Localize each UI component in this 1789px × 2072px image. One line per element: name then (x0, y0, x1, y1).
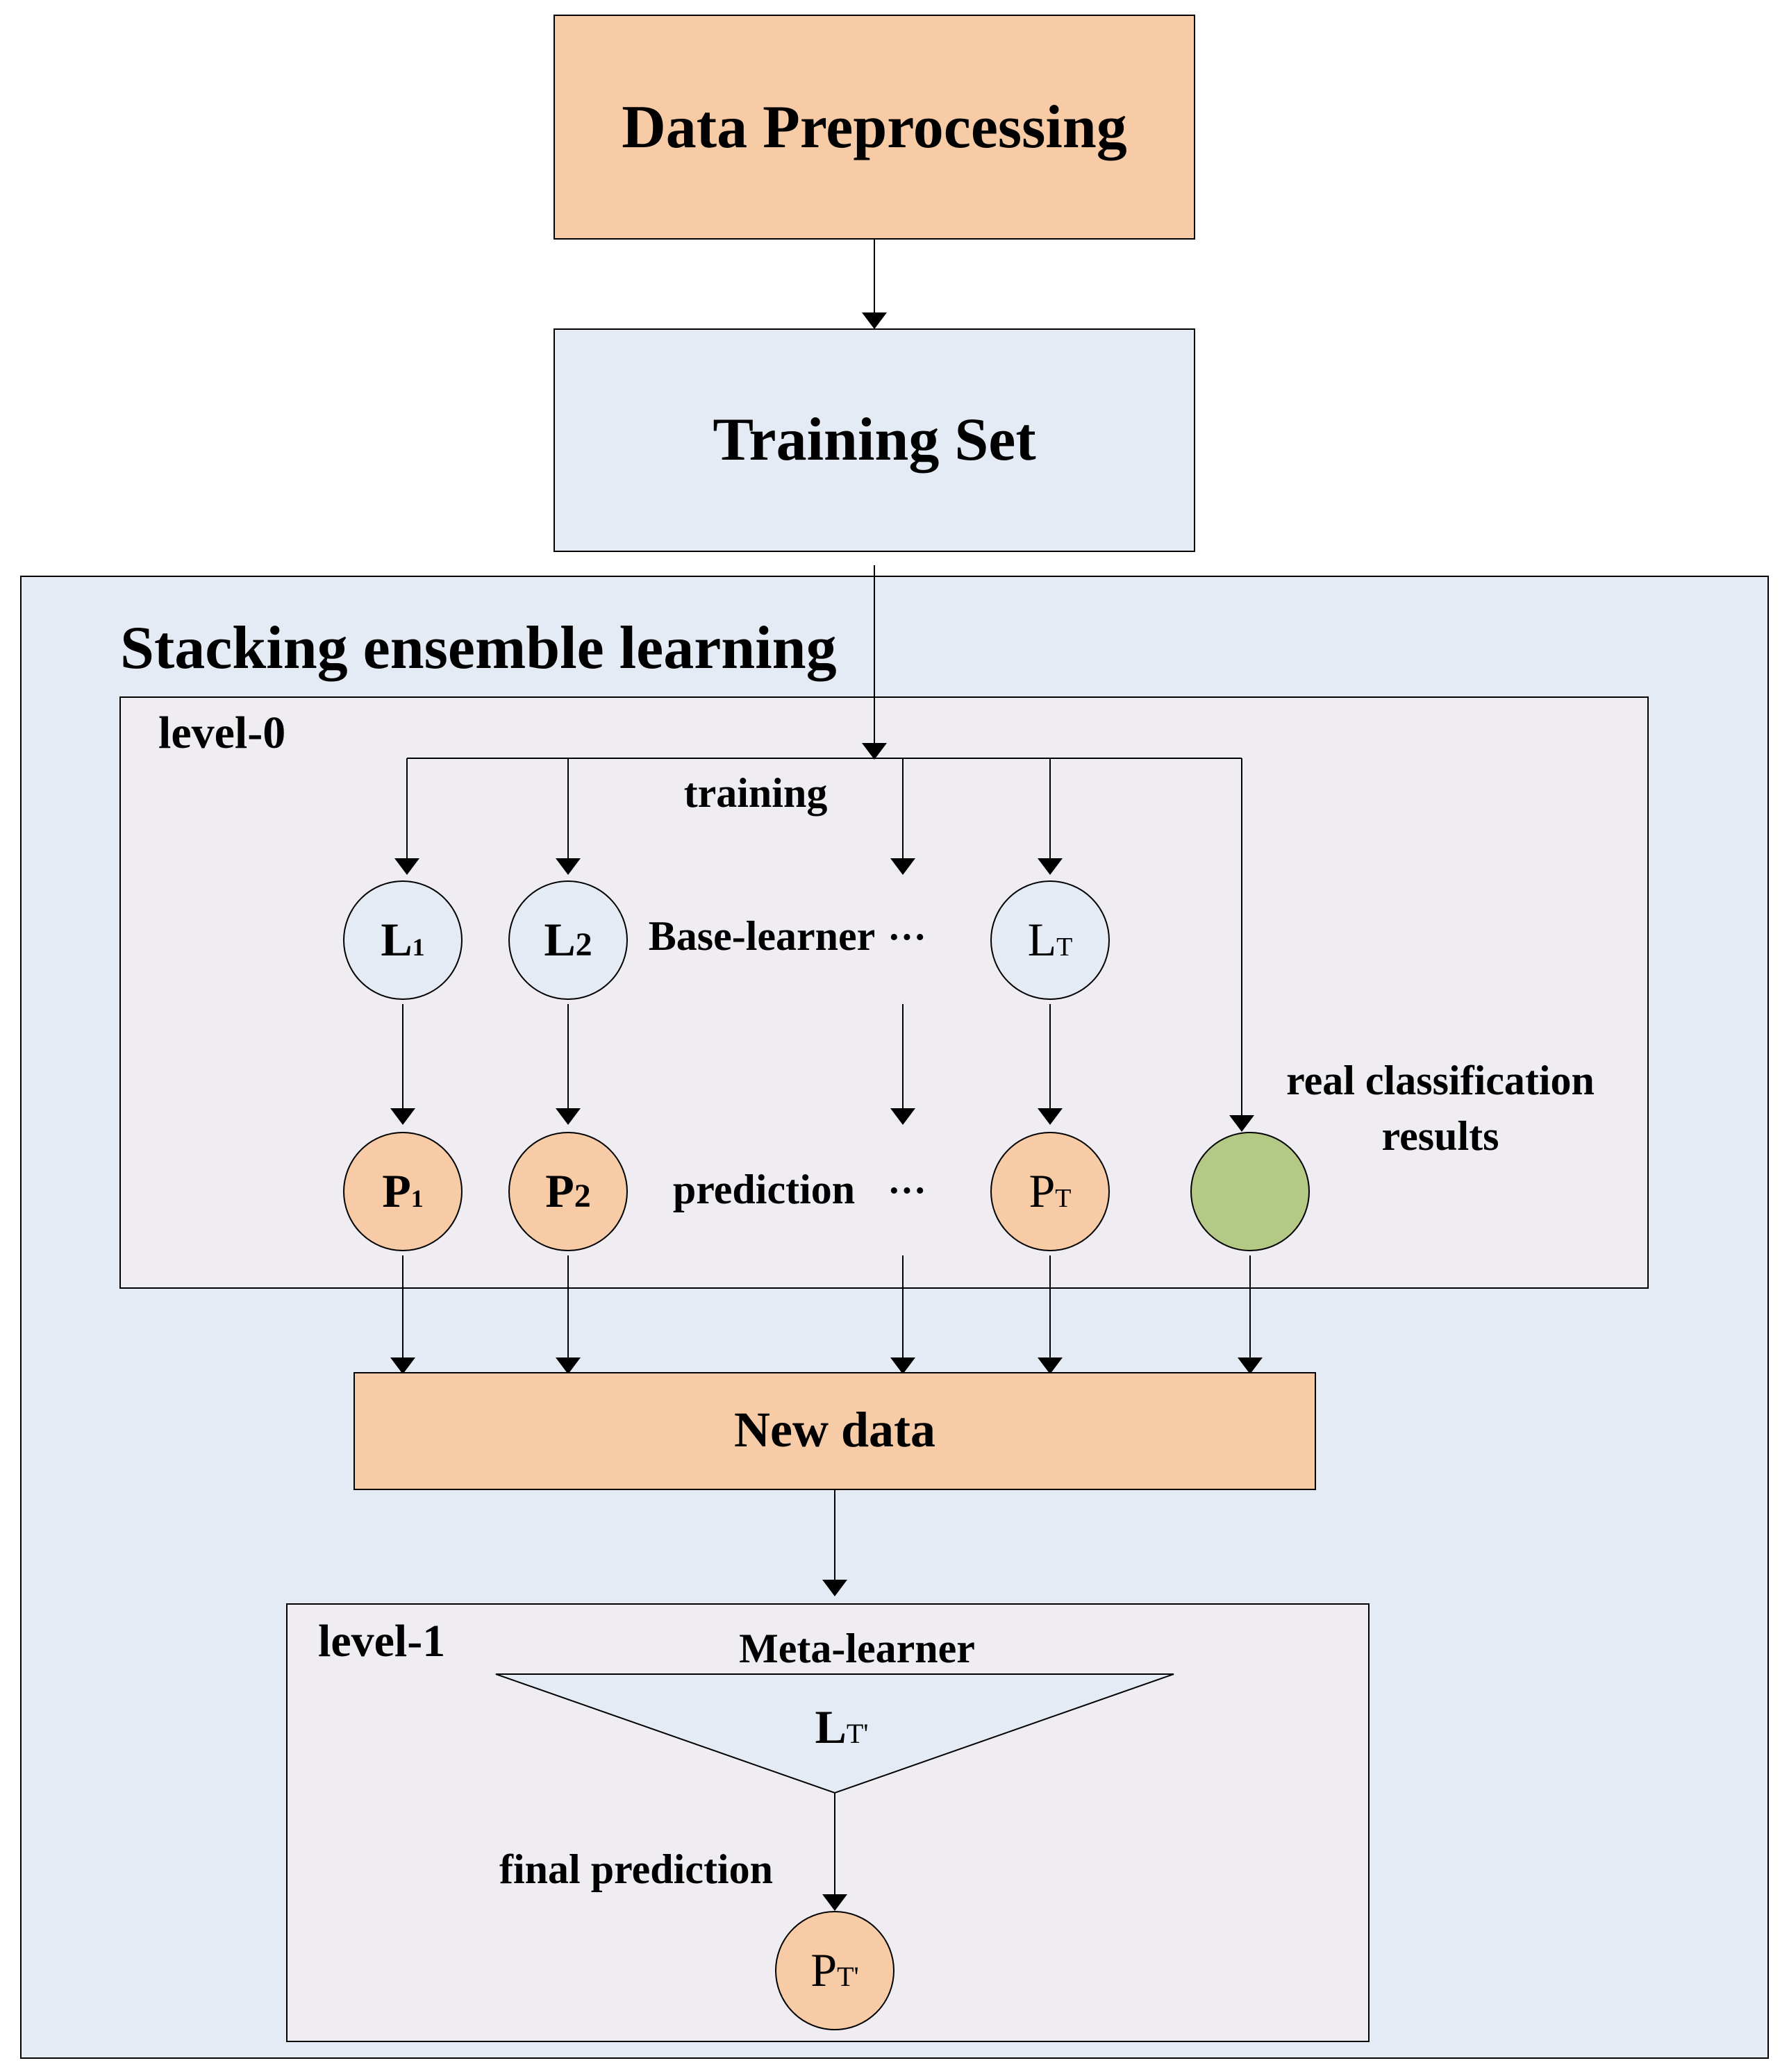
new-data-label: New data (734, 1402, 935, 1457)
meta-learner-symbol: LT' (815, 1701, 869, 1753)
base-learner-label: Base-learner (649, 913, 876, 959)
training-set-box (554, 328, 1195, 552)
prediction-p2-label: P2 (545, 1164, 591, 1217)
final-prediction-circle (775, 1911, 894, 2030)
prediction-p1-label: P1 (382, 1164, 424, 1217)
real-results-label-line1: real classification (1286, 1058, 1595, 1103)
base-learner-ellipsis: ··· (888, 916, 926, 959)
data-preprocessing-box (554, 15, 1195, 240)
base-learner-l2-label: L2 (544, 913, 592, 966)
prediction-p2 (508, 1132, 628, 1251)
meta-learner-label: Meta-learner (739, 1626, 975, 1671)
base-learner-lt-label: LT (1028, 913, 1073, 966)
prediction-pt-label: PT (1029, 1164, 1071, 1217)
stacking-title: Stacking ensemble learning (120, 615, 837, 682)
base-learner-l1-label: L1 (381, 913, 424, 966)
final-prediction-label: final prediction (499, 1846, 773, 1892)
final-prediction-symbol: PT' (810, 1944, 858, 1996)
base-learner-lt (990, 880, 1110, 1000)
real-results-circle (1190, 1132, 1310, 1251)
base-learner-l1 (343, 880, 463, 1000)
prediction-p1 (343, 1132, 463, 1251)
prediction-pt (990, 1132, 1110, 1251)
level1-label: level-1 (318, 1616, 445, 1666)
training-label: training (684, 770, 828, 816)
prediction-ellipsis: ··· (888, 1169, 926, 1212)
training-set-label: Training Set (713, 406, 1035, 474)
real-results-label-line2: results (1382, 1113, 1499, 1159)
data-preprocessing-label: Data Preprocessing (622, 94, 1127, 161)
level0-label: level-0 (158, 708, 285, 758)
meta-learner-triangle (495, 1673, 1174, 1794)
base-learner-l2 (508, 880, 628, 1000)
prediction-label: prediction (673, 1167, 855, 1212)
new-data-box (353, 1372, 1316, 1490)
